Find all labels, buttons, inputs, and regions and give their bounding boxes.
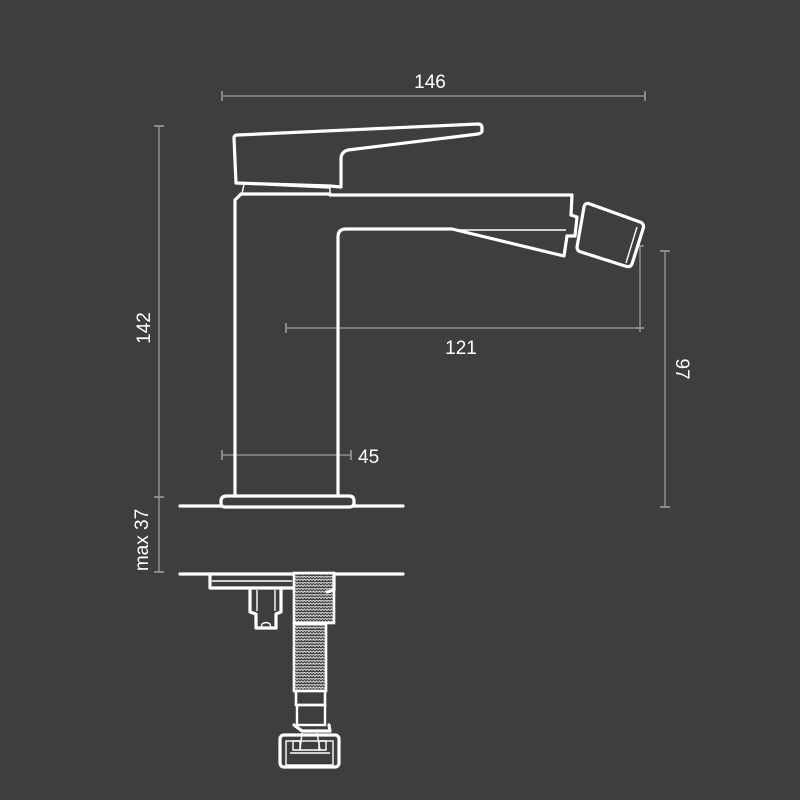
- dimension-body-45: 45: [221, 447, 379, 468]
- braided-hose: [292, 571, 336, 727]
- hose-connector: [278, 723, 341, 769]
- dimension-height-97: 97: [660, 250, 692, 508]
- label-reach: 121: [445, 338, 477, 359]
- label-body: 45: [358, 447, 379, 468]
- faucet-body: [233, 192, 579, 498]
- dimension-reach-121: 121: [285, 245, 644, 359]
- label-deck-thickness: max 37: [132, 509, 153, 571]
- dimension-width-146: 146: [221, 72, 646, 101]
- base-plate: [178, 494, 405, 509]
- lever-handle: [232, 122, 484, 195]
- label-spout-height: 97: [671, 358, 692, 379]
- dimension-max-37: max 37: [132, 497, 164, 573]
- deck-underside: [178, 572, 405, 590]
- label-height: 142: [134, 312, 155, 344]
- dimension-height-142: 142: [134, 125, 164, 498]
- fixing-nut: [248, 586, 283, 630]
- swivel-aerator: [575, 201, 646, 269]
- label-width: 146: [414, 72, 446, 93]
